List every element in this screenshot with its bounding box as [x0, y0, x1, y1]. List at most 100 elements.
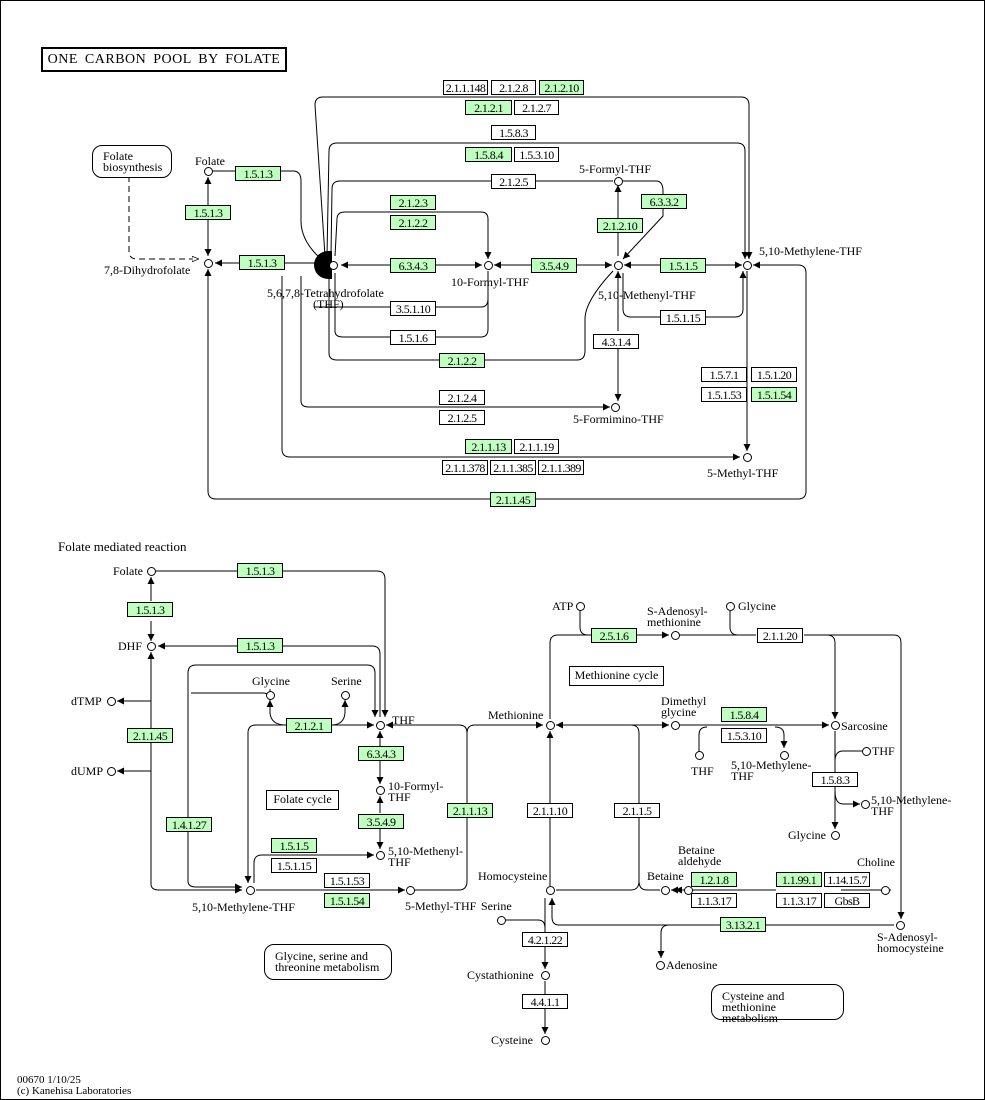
- compound-node-b-serine[interactable]: [341, 691, 350, 700]
- compound-node-b-methyl[interactable]: [406, 886, 415, 895]
- compound-node-thf3[interactable]: [862, 747, 871, 756]
- compound-node-serine2[interactable]: [497, 916, 506, 925]
- enzyme-box-3-5-1-10[interactable]: 3.5.1.10: [390, 301, 436, 316]
- compound-node-b-methenyl[interactable]: [376, 851, 385, 860]
- enzyme-box-4-4-1-1[interactable]: 4.4.1.1: [522, 994, 568, 1009]
- compound-node-sarcosine[interactable]: [831, 721, 840, 730]
- compound-node-b-thf[interactable]: [376, 721, 385, 730]
- enzyme-box-1-5-1-3[interactable]: 1.5.1.3: [237, 638, 283, 653]
- enzyme-box-1-1-3-17[interactable]: 1.1.3.17: [691, 893, 737, 908]
- compound-node-adenosine[interactable]: [656, 961, 665, 970]
- enzyme-box-1-5-1-6[interactable]: 1.5.1.6: [390, 330, 436, 345]
- enzyme-box-2-1-1-378[interactable]: 2.1.1.378: [442, 460, 488, 475]
- compound-node-formyl10[interactable]: [484, 261, 493, 270]
- compound-node-formimino[interactable]: [611, 403, 620, 412]
- enzyme-box-1-14-15-7[interactable]: 1.14.15.7: [824, 872, 870, 887]
- enzyme-box-2-1-1-10[interactable]: 2.1.1.10: [527, 803, 573, 818]
- enzyme-box-1-5-1-15[interactable]: 1.5.1.15: [660, 310, 706, 325]
- enzyme-box-1-4-1-27[interactable]: 1.4.1.27: [166, 817, 212, 832]
- compound-node-b-folate[interactable]: [147, 567, 156, 576]
- enzyme-box-1-5-1-3[interactable]: 1.5.1.3: [185, 205, 231, 220]
- compound-node-thf2[interactable]: [695, 751, 704, 760]
- enzyme-box-1-5-8-3[interactable]: 1.5.8.3: [491, 125, 536, 140]
- compound-node-b-formyl10[interactable]: [376, 786, 385, 795]
- compound-node-b-glycine[interactable]: [266, 691, 275, 700]
- enzyme-box-2-1-2-8[interactable]: 2.1.2.8: [491, 80, 536, 95]
- compound-node-choline[interactable]: [881, 886, 890, 895]
- compound-node-methenyl[interactable]: [614, 261, 623, 270]
- enzyme-box-1-5-1-3[interactable]: 1.5.1.3: [127, 602, 173, 617]
- enzyme-box-1-5-1-3[interactable]: 1.5.1.3: [239, 255, 285, 270]
- compound-node-glycine2[interactable]: [726, 602, 735, 611]
- enzyme-box-1-5-8-3[interactable]: 1.5.8.3: [812, 772, 858, 787]
- enzyme-box-2-1-1-148[interactable]: 2.1.1.148: [443, 80, 488, 95]
- compound-node-methylene[interactable]: [743, 261, 752, 270]
- compound-node-methylene3[interactable]: [861, 800, 870, 809]
- enzyme-box-4-3-1-4[interactable]: 4.3.1.4: [593, 334, 639, 349]
- enzyme-box-2-1-2-10[interactable]: 2.1.2.10: [539, 80, 584, 95]
- compound-node-b-methylene[interactable]: [246, 886, 255, 895]
- compound-node-methionine[interactable]: [546, 721, 555, 730]
- compound-node-folate[interactable]: [204, 167, 213, 176]
- compound-node-homocysteine[interactable]: [546, 886, 555, 895]
- enzyme-box-2-1-2-2[interactable]: 2.1.2.2: [439, 353, 485, 368]
- map-link-folate-biosynthesis[interactable]: Folate biosynthesis: [92, 145, 172, 178]
- enzyme-box-1-5-1-5[interactable]: 1.5.1.5: [660, 258, 706, 273]
- enzyme-box-GbsB[interactable]: GbsB: [824, 893, 870, 908]
- enzyme-box-1-5-1-3[interactable]: 1.5.1.3: [237, 563, 283, 578]
- enzyme-box-2-1-1-389[interactable]: 2.1.1.389: [538, 460, 584, 475]
- enzyme-box-4-2-1-22[interactable]: 4.2.1.22: [522, 932, 568, 947]
- map-link-cysteine-methionine[interactable]: Cysteine and methionine metabolism: [711, 984, 844, 1024]
- enzyme-box-1-5-1-54[interactable]: 1.5.1.54: [324, 893, 370, 908]
- compound-node-b-dump[interactable]: [107, 767, 116, 776]
- compound-node-formyl5[interactable]: [614, 177, 623, 186]
- compound-node-cystathionine[interactable]: [541, 971, 550, 980]
- enzyme-box-3-13-2-1[interactable]: 3.13.2.1: [720, 917, 766, 932]
- enzyme-box-1-5-1-3[interactable]: 1.5.1.3: [235, 166, 281, 181]
- compound-node-b-dtmp[interactable]: [107, 697, 116, 706]
- enzyme-box-3-5-4-9[interactable]: 3.5.4.9: [531, 258, 577, 273]
- compound-node-cysteine[interactable]: [541, 1036, 550, 1045]
- enzyme-box-2-1-1-13[interactable]: 2.1.1.13: [465, 439, 512, 454]
- enzyme-box-1-1-99-1[interactable]: 1.1.99.1: [776, 872, 822, 887]
- enzyme-box-2-1-2-4[interactable]: 2.1.2.4: [439, 390, 485, 405]
- compound-node-methyl[interactable]: [743, 453, 752, 462]
- enzyme-box-6-3-3-2[interactable]: 6.3.3.2: [641, 194, 687, 209]
- compound-node-sah[interactable]: [896, 921, 905, 930]
- enzyme-box-1-1-3-17[interactable]: 1.1.3.17: [776, 893, 822, 908]
- enzyme-box-1-5-1-5[interactable]: 1.5.1.5: [271, 838, 317, 853]
- enzyme-box-2-1-2-10[interactable]: 2.1.2.10: [597, 218, 643, 233]
- enzyme-box-2-5-1-6[interactable]: 2.5.1.6: [591, 628, 637, 643]
- compound-node-glycine3[interactable]: [831, 831, 840, 840]
- enzyme-box-2-1-2-1[interactable]: 2.1.2.1: [286, 718, 332, 733]
- compound-node-dmg[interactable]: [671, 721, 680, 730]
- compound-node-dihydrofolate[interactable]: [204, 259, 213, 268]
- compound-node-betaine[interactable]: [661, 886, 670, 895]
- enzyme-box-2-1-1-20[interactable]: 2.1.1.20: [757, 628, 803, 643]
- enzyme-box-3-5-4-9[interactable]: 3.5.4.9: [358, 814, 404, 829]
- enzyme-box-1-5-1-53[interactable]: 1.5.1.53: [701, 387, 747, 402]
- enzyme-box-1-5-1-20[interactable]: 1.5.1.20: [751, 367, 797, 382]
- compound-node-thf[interactable]: [329, 261, 338, 270]
- enzyme-box-2-1-2-2[interactable]: 2.1.2.2: [390, 215, 436, 230]
- enzyme-box-1-5-8-4[interactable]: 1.5.8.4: [721, 707, 767, 722]
- enzyme-box-2-1-1-13[interactable]: 2.1.1.13: [447, 803, 493, 818]
- enzyme-box-1-5-1-15[interactable]: 1.5.1.15: [271, 858, 317, 873]
- enzyme-box-2-1-1-45[interactable]: 2.1.1.45: [490, 492, 536, 507]
- enzyme-box-2-1-1-19[interactable]: 2.1.1.19: [514, 439, 559, 454]
- enzyme-box-2-1-2-5[interactable]: 2.1.2.5: [491, 174, 536, 189]
- enzyme-box-6-3-4-3[interactable]: 6.3.4.3: [390, 258, 436, 273]
- enzyme-box-1-5-7-1[interactable]: 1.5.7.1: [701, 367, 747, 382]
- enzyme-box-1-5-1-54[interactable]: 1.5.1.54: [751, 387, 797, 402]
- compound-node-betaine-ald[interactable]: [684, 886, 693, 895]
- enzyme-box-6-3-4-3[interactable]: 6.3.4.3: [358, 746, 404, 761]
- compound-node-sam[interactable]: [671, 631, 680, 640]
- enzyme-box-1-2-1-8[interactable]: 1.2.1.8: [691, 872, 737, 887]
- enzyme-box-2-1-2-7[interactable]: 2.1.2.7: [514, 100, 559, 115]
- compound-node-b-dhf[interactable]: [147, 642, 156, 651]
- enzyme-box-2-1-2-1[interactable]: 2.1.2.1: [465, 100, 512, 115]
- compound-node-atp[interactable]: [576, 602, 585, 611]
- enzyme-box-2-1-2-5[interactable]: 2.1.2.5: [439, 410, 485, 425]
- enzyme-box-2-1-1-5[interactable]: 2.1.1.5: [614, 803, 660, 818]
- enzyme-box-1-5-3-10[interactable]: 1.5.3.10: [721, 728, 767, 743]
